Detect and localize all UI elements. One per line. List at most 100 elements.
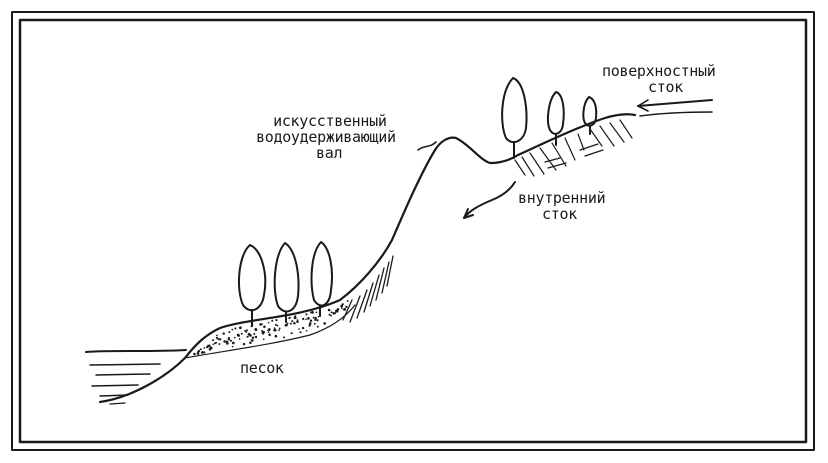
sand-dot bbox=[245, 331, 248, 333]
sand-dot bbox=[207, 344, 209, 347]
sand-dot bbox=[294, 316, 297, 320]
sand-dot bbox=[240, 332, 243, 335]
sand-dot bbox=[298, 328, 300, 330]
sand-dot bbox=[234, 327, 237, 330]
sand-dot bbox=[231, 345, 234, 348]
sand-dot bbox=[215, 336, 219, 340]
sand-dot bbox=[231, 328, 234, 331]
sand-dot bbox=[267, 329, 269, 332]
sand-dot bbox=[212, 339, 214, 342]
sand-dot bbox=[242, 342, 246, 346]
sand-dot bbox=[308, 322, 312, 325]
sand-dot bbox=[323, 322, 327, 325]
surface-runoff-label: поверхностный сток bbox=[602, 62, 716, 96]
sand-dot bbox=[227, 338, 230, 341]
sand-dot bbox=[289, 322, 292, 325]
sand-dot bbox=[233, 336, 236, 339]
sand-dot bbox=[262, 338, 265, 341]
sand-dot bbox=[231, 341, 235, 345]
sand-dot bbox=[346, 299, 349, 302]
tree-icon bbox=[501, 77, 528, 159]
sand-dot bbox=[312, 316, 315, 319]
sand-dot bbox=[299, 331, 302, 334]
sand-dot bbox=[342, 308, 345, 311]
upper-terrace-hatching bbox=[514, 119, 633, 177]
upper-trees bbox=[501, 77, 598, 159]
sand-dot bbox=[239, 326, 242, 330]
sand-dot bbox=[244, 329, 247, 332]
sand-dot bbox=[340, 307, 343, 309]
sand-dot bbox=[247, 332, 251, 336]
sand-dot bbox=[214, 342, 217, 345]
slope-hatching bbox=[342, 255, 394, 323]
sand-dot bbox=[275, 319, 278, 322]
sand-dot bbox=[268, 328, 271, 331]
arrow-icon bbox=[463, 181, 516, 219]
sand-dot bbox=[193, 352, 196, 356]
sand-dot bbox=[245, 329, 248, 332]
sand-dot bbox=[328, 313, 331, 316]
sand-dot bbox=[340, 304, 344, 308]
sand-dot bbox=[316, 319, 319, 322]
sand-dot bbox=[271, 319, 274, 322]
sand-dot bbox=[200, 351, 204, 354]
sand-dot bbox=[263, 325, 266, 329]
sand-dot bbox=[302, 317, 305, 321]
sand-dot bbox=[223, 340, 226, 343]
sand-dot bbox=[335, 310, 339, 313]
sand-dot bbox=[251, 336, 255, 339]
sand-dot bbox=[225, 340, 229, 344]
tree-icon bbox=[310, 241, 333, 317]
sand-dot bbox=[253, 333, 256, 335]
sand-dot bbox=[254, 328, 258, 332]
sand-dot bbox=[316, 325, 319, 328]
sand-dot bbox=[267, 331, 270, 333]
sand-dot bbox=[203, 351, 206, 354]
sand-dot bbox=[317, 315, 320, 318]
sand-layer-boundary bbox=[184, 304, 356, 359]
lower-trees bbox=[238, 241, 333, 327]
sand-dot bbox=[228, 331, 231, 334]
sand-dot bbox=[198, 349, 201, 352]
sand-dot bbox=[308, 324, 311, 327]
sand-dot bbox=[212, 343, 215, 346]
internal-runoff-arrow bbox=[463, 181, 516, 219]
water-body bbox=[85, 349, 187, 405]
sand-dot bbox=[293, 322, 296, 325]
bank-pointer bbox=[417, 141, 437, 151]
sand-dot bbox=[249, 341, 252, 344]
sand-dot bbox=[291, 320, 294, 323]
sand-dot bbox=[307, 317, 310, 320]
sand-dot bbox=[274, 323, 277, 326]
sand-dot bbox=[216, 334, 218, 337]
sand-dot bbox=[276, 324, 279, 327]
sand-dot bbox=[199, 348, 202, 351]
internal-runoff-label: внутренний сток bbox=[518, 189, 606, 223]
sand-dot bbox=[286, 322, 289, 325]
sand-dot bbox=[267, 321, 270, 324]
sand-dot bbox=[246, 335, 249, 338]
sand-dot bbox=[222, 332, 225, 335]
sand-dot bbox=[333, 312, 337, 315]
sand-dot bbox=[254, 335, 258, 339]
sand-dot bbox=[203, 347, 206, 349]
tree-icon bbox=[238, 244, 267, 327]
sand-dot bbox=[311, 311, 314, 314]
arrow-icon bbox=[637, 99, 713, 107]
sand-dot bbox=[284, 323, 288, 327]
sand-dot bbox=[238, 338, 241, 340]
sand-dot bbox=[229, 339, 232, 342]
sand-dot bbox=[283, 336, 286, 339]
sand-dot bbox=[262, 330, 265, 334]
sand-dot bbox=[309, 319, 313, 322]
sand-dot bbox=[315, 311, 318, 314]
sand-dot bbox=[217, 338, 220, 341]
sand-dot bbox=[332, 311, 334, 314]
sand-dot bbox=[305, 318, 307, 321]
sand-dot bbox=[268, 333, 271, 337]
sand-dot bbox=[345, 305, 348, 309]
sand-label: песок bbox=[240, 359, 284, 377]
frame bbox=[11, 11, 815, 451]
sand-dot bbox=[336, 308, 340, 311]
